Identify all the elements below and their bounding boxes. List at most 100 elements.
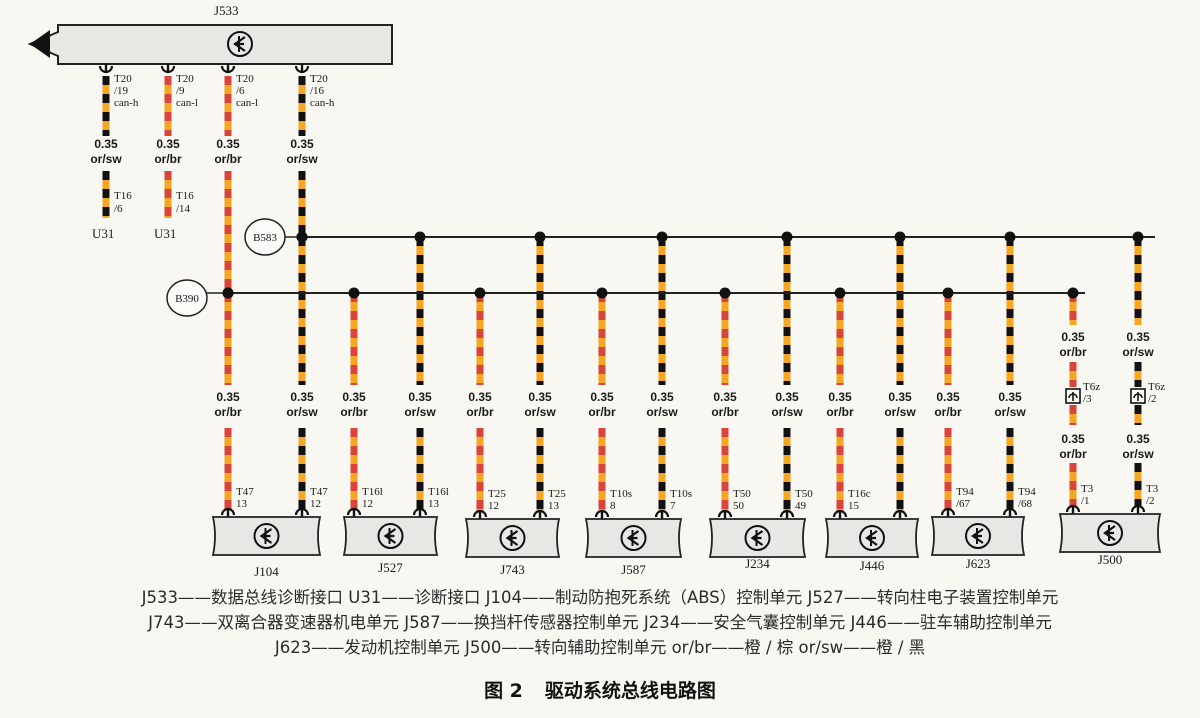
bus-layer <box>207 231 1155 299</box>
wire-color-label: or/sw <box>524 405 556 419</box>
gateway-pin-conn: T20 <box>176 73 194 85</box>
bus-node-label: B583 <box>253 232 277 244</box>
module-pin <box>1002 507 1018 517</box>
wire-color-label: or/sw <box>404 405 436 419</box>
module-pin-conn: T3 <box>1081 483 1094 495</box>
bus-junction-dot <box>474 287 486 299</box>
wire-gauge-label: 0.35 <box>775 390 799 404</box>
module-pin <box>294 507 310 517</box>
ground-symbol-icon <box>744 525 771 551</box>
module-pin-number: 50 <box>733 500 745 512</box>
module-pin-conn: T94 <box>956 486 974 498</box>
wire-gauge-label: 0.35 <box>1061 432 1085 446</box>
wire-color-label: or/sw <box>646 405 678 419</box>
bus-junction-dot <box>781 231 793 243</box>
figure-number: 图 2 <box>484 680 523 702</box>
wire-color-label: or/sw <box>771 405 803 419</box>
module-pin-number: 12 <box>310 498 321 510</box>
gateway-pin-signal: can-l <box>176 97 198 109</box>
wire-gauge-label: 0.35 <box>216 137 240 151</box>
gateway-pin-signal: can-l <box>236 97 258 109</box>
module-pin-conn: T16l <box>428 486 449 498</box>
gateway-pin-conn: T20 <box>114 73 132 85</box>
module-pin-number: 49 <box>795 500 807 512</box>
diag-conn-label: T16 <box>176 190 194 202</box>
gateway-arrow-icon <box>30 30 50 58</box>
bus-junction-dot <box>942 287 954 299</box>
module-label: J527 <box>378 560 403 575</box>
bus-junction-dot <box>1004 231 1016 243</box>
module-pin <box>654 509 670 519</box>
module-pin-conn: T16l <box>362 486 383 498</box>
wire-gauge-label: 0.35 <box>216 390 240 404</box>
wire-gauge-label: 0.35 <box>713 390 737 404</box>
wire-gauge-label: 0.35 <box>650 390 674 404</box>
module-pin <box>532 509 548 519</box>
gateway-pin-number: /19 <box>114 85 129 97</box>
legend-line-2: J743——双离合器变速器机电单元 J587——换挡杆传感器控制单元 J234—… <box>148 613 1052 632</box>
module-label: J623 <box>966 556 991 571</box>
module-pin-conn: T25 <box>548 488 566 500</box>
gateway-pin-conn: T20 <box>236 73 254 85</box>
module-pin-number: 13 <box>428 498 440 510</box>
module-pin-number: /67 <box>956 498 971 510</box>
gateway-box <box>27 24 393 65</box>
gateway-pin-signal: can-h <box>310 97 335 109</box>
module-pin-conn: T16c <box>848 488 871 500</box>
wire-color-label: or/sw <box>286 152 318 166</box>
diag-conn-pin: /6 <box>114 203 123 215</box>
wire-gauge-label: 0.35 <box>1061 330 1085 344</box>
wire-color-label: or/br <box>214 405 242 419</box>
wire-color-label: or/br <box>340 405 368 419</box>
module-label: J500 <box>1098 552 1123 567</box>
bus-node-label: B390 <box>175 293 199 305</box>
gateway-pin-4 <box>294 64 310 74</box>
wire-color-label: or/br <box>588 405 616 419</box>
ground-symbol-icon <box>227 31 253 57</box>
ground-symbol-icon <box>499 525 526 551</box>
module-label: J234 <box>745 556 770 571</box>
wire-gauge-label: 0.35 <box>888 390 912 404</box>
wires-layer <box>102 76 1142 511</box>
bus-junction-dot <box>719 287 731 299</box>
module-pin <box>832 509 848 519</box>
module-pin-number: 15 <box>848 500 860 512</box>
wire-color-label: or/br <box>466 405 494 419</box>
module-pin-number: /1 <box>1081 495 1090 507</box>
diag-conn-label: T16 <box>114 190 132 202</box>
circuit-diagram: J533T20/19can-h0.35or/swT20/9can-l0.35or… <box>27 3 1165 579</box>
gateway-pin-number: /16 <box>310 85 325 97</box>
bus-node <box>244 218 286 256</box>
module-pin-number: /2 <box>1146 495 1155 507</box>
wire-color-label: or/sw <box>1122 345 1154 359</box>
gateway-pin-3 <box>220 64 236 74</box>
inline-connector <box>1130 388 1146 404</box>
diag-conn-pin: /14 <box>176 203 191 215</box>
wire-gauge-label: 0.35 <box>1126 432 1150 446</box>
bus-junction-dot <box>414 231 426 243</box>
module-label: J446 <box>860 558 885 573</box>
bus-node <box>166 279 208 317</box>
wire-color-label: or/br <box>711 405 739 419</box>
gateway-label: J533 <box>214 3 239 18</box>
bus-junction-dot <box>348 287 360 299</box>
wire-color-label: or/sw <box>884 405 916 419</box>
wire-gauge-label: 0.35 <box>290 137 314 151</box>
module-label: J104 <box>254 564 279 579</box>
ground-symbol-icon <box>1097 520 1123 546</box>
module-pin-conn: T47 <box>236 486 254 498</box>
wire-color-label: or/br <box>1059 447 1087 461</box>
module-pin-conn: T3 <box>1146 483 1159 495</box>
legend-line-3: J623——发动机控制单元 J500——转向辅助控制单元 or/br——橙 / … <box>274 638 926 657</box>
gateway-pin-number: /6 <box>236 85 245 97</box>
wire-gauge-label: 0.35 <box>828 390 852 404</box>
module-pin <box>220 507 236 517</box>
legend-line-1: J533——数据总线诊断接口 U31——诊断接口 J104——制动防抱死系统（A… <box>141 588 1059 607</box>
bus-junction-dot <box>534 231 546 243</box>
wire-color-label: or/sw <box>994 405 1026 419</box>
gateway-pin-number: /9 <box>176 85 185 97</box>
wire-color-label: or/br <box>826 405 854 419</box>
module-pin-conn: T94 <box>1018 486 1036 498</box>
module-pin <box>779 509 795 519</box>
wire-gauge-label: 0.35 <box>408 390 432 404</box>
